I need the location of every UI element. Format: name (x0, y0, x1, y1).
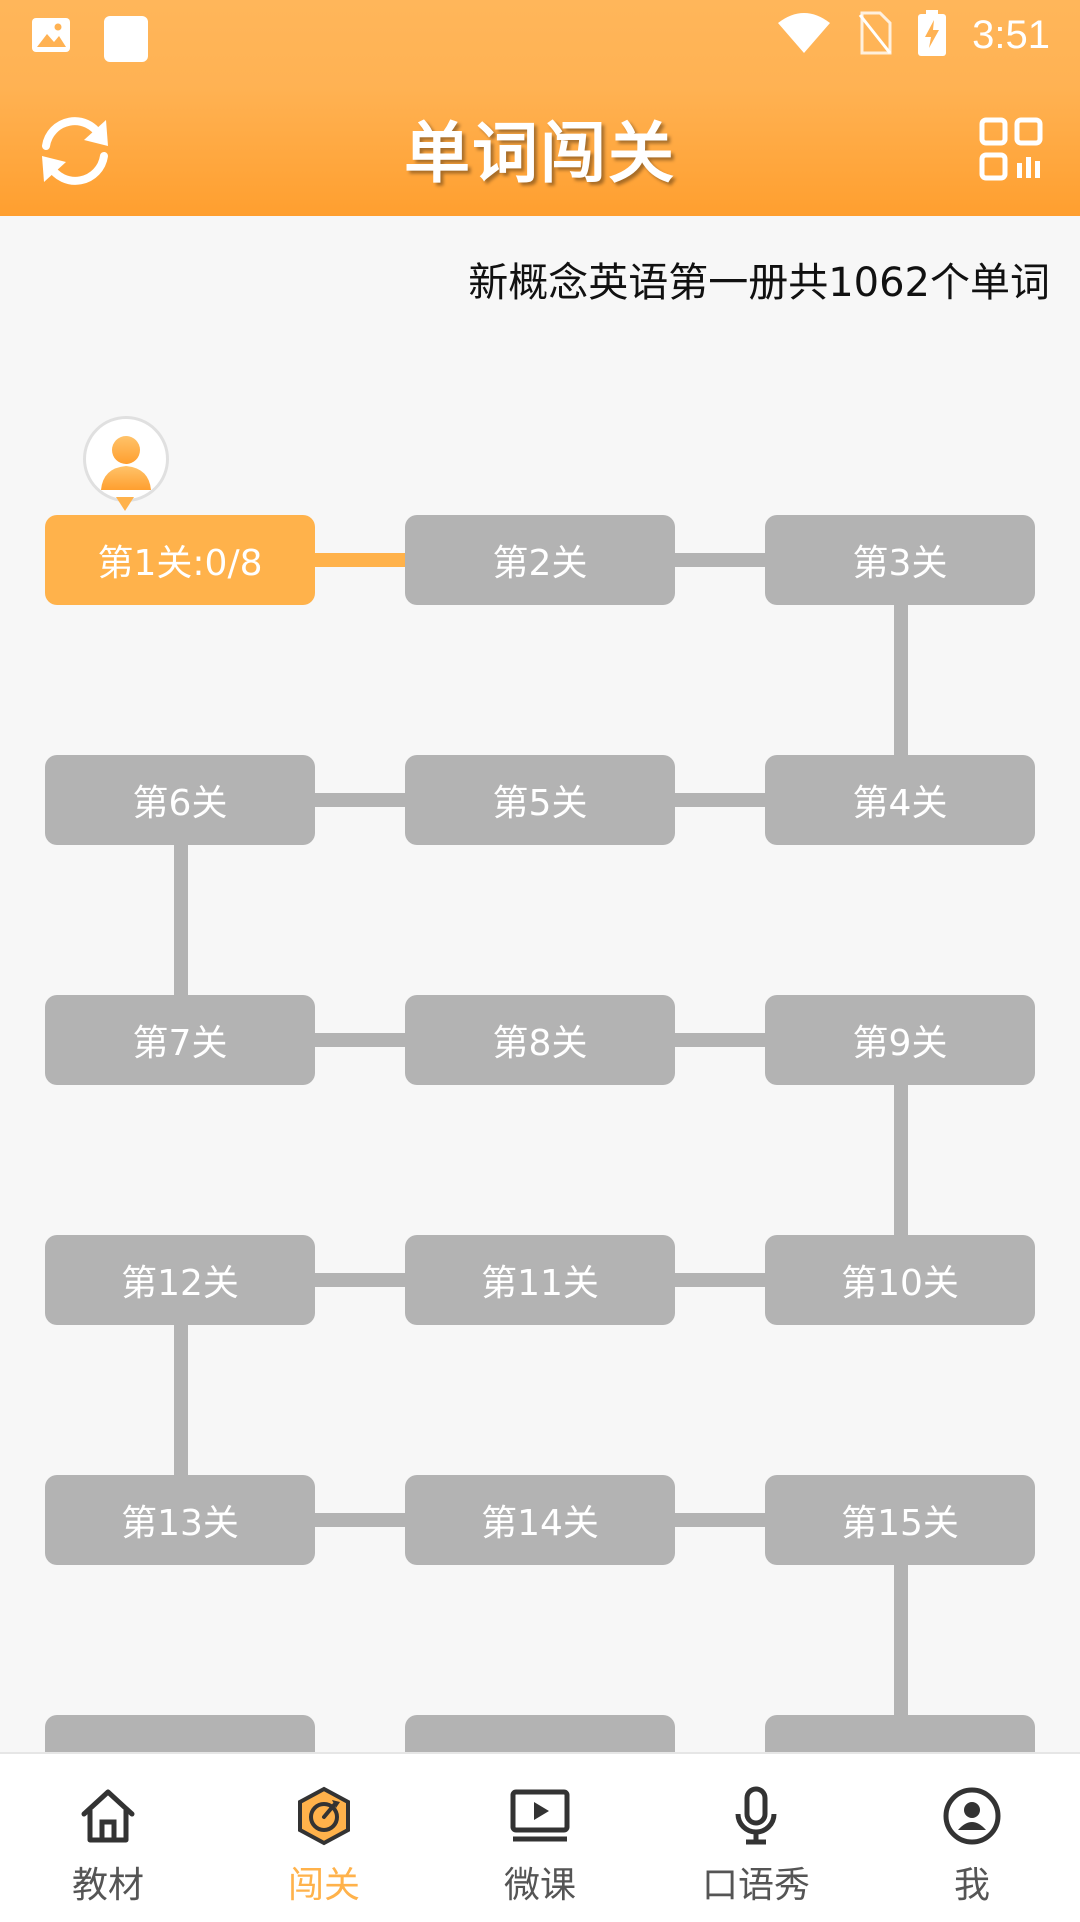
level-next-button[interactable] (765, 1715, 1035, 1752)
path-connector (894, 1084, 908, 1236)
app-header: 3:51 单词闯关 (0, 0, 1080, 216)
tab-label: 闯关 (287, 1865, 360, 1906)
refresh-button[interactable] (30, 106, 120, 196)
user-avatar-icon (101, 436, 151, 490)
level-6-button[interactable]: 第6关 (45, 755, 315, 845)
title-bar: 单词闯关 (0, 78, 1080, 216)
path-connector (675, 1513, 765, 1527)
level-5-button[interactable]: 第5关 (405, 755, 675, 845)
status-bar: 3:51 (0, 0, 1080, 78)
app-notification-icon (100, 14, 152, 70)
qr-scan-button[interactable] (968, 106, 1054, 192)
tab-label: 微课 (503, 1865, 576, 1906)
home-icon (81, 1789, 135, 1843)
bottom-tab-bar: 教材 闯关 微课 (0, 1752, 1080, 1922)
path-connector (675, 1033, 765, 1047)
avatar-pointer (116, 497, 134, 511)
path-connector (315, 1273, 405, 1287)
tab-me[interactable]: 我 (864, 1754, 1080, 1922)
no-sim-icon (858, 11, 892, 59)
path-connector (315, 793, 405, 807)
level-14-button[interactable]: 第14关 (405, 1475, 675, 1565)
tab-speaking[interactable]: 口语秀 (648, 1754, 864, 1922)
path-connector (894, 1564, 908, 1716)
level-1-button[interactable]: 第1关:0/8 (45, 515, 315, 605)
level-7-button[interactable]: 第7关 (45, 995, 315, 1085)
challenge-icon (298, 1786, 350, 1846)
path-connector (315, 1033, 405, 1047)
level-12-button[interactable]: 第12关 (45, 1235, 315, 1325)
tab-label: 口语秀 (701, 1865, 810, 1906)
page-title: 单词闯关 (404, 115, 676, 192)
path-connector (174, 844, 188, 996)
video-icon (510, 1789, 570, 1842)
path-connector (315, 1513, 405, 1527)
status-clock: 3:51 (972, 12, 1050, 57)
tab-challenge[interactable]: 闯关 (216, 1754, 432, 1922)
level-3-button[interactable]: 第3关 (765, 515, 1035, 605)
battery-charging-icon (918, 10, 947, 60)
path-connector (174, 1324, 188, 1476)
qr-code-icon (979, 117, 1043, 181)
level-map[interactable]: 第1关:0/8 第2关 第3关 第6关 第5关 第4关 第7关 第8关 第9关 … (0, 300, 1080, 1752)
path-connector (675, 1273, 765, 1287)
level-4-button[interactable]: 第4关 (765, 755, 1035, 845)
tab-microlesson[interactable]: 微课 (432, 1754, 648, 1922)
word-count-summary: 新概念英语第一册共1062个单词 (468, 260, 1050, 306)
path-connector (894, 604, 908, 756)
wifi-icon (776, 11, 832, 59)
level-9-button[interactable]: 第9关 (765, 995, 1035, 1085)
level-8-button[interactable]: 第8关 (405, 995, 675, 1085)
path-connector (675, 793, 765, 807)
path-connector (315, 553, 405, 567)
tab-textbook[interactable]: 教材 (0, 1754, 216, 1922)
profile-icon (943, 1787, 1001, 1845)
level-2-button[interactable]: 第2关 (405, 515, 675, 605)
user-avatar (83, 416, 169, 502)
level-15-button[interactable]: 第15关 (765, 1475, 1035, 1565)
level-10-button[interactable]: 第10关 (765, 1235, 1035, 1325)
path-connector (675, 553, 765, 567)
level-13-button[interactable]: 第13关 (45, 1475, 315, 1565)
tab-label: 我 (953, 1865, 990, 1906)
gallery-notification-icon (30, 14, 72, 70)
level-11-button[interactable]: 第11关 (405, 1235, 675, 1325)
level-next-button[interactable] (405, 1715, 675, 1752)
level-next-button[interactable] (45, 1715, 315, 1752)
refresh-icon (42, 117, 108, 185)
tab-label: 教材 (71, 1865, 144, 1906)
microphone-icon (735, 1786, 777, 1845)
